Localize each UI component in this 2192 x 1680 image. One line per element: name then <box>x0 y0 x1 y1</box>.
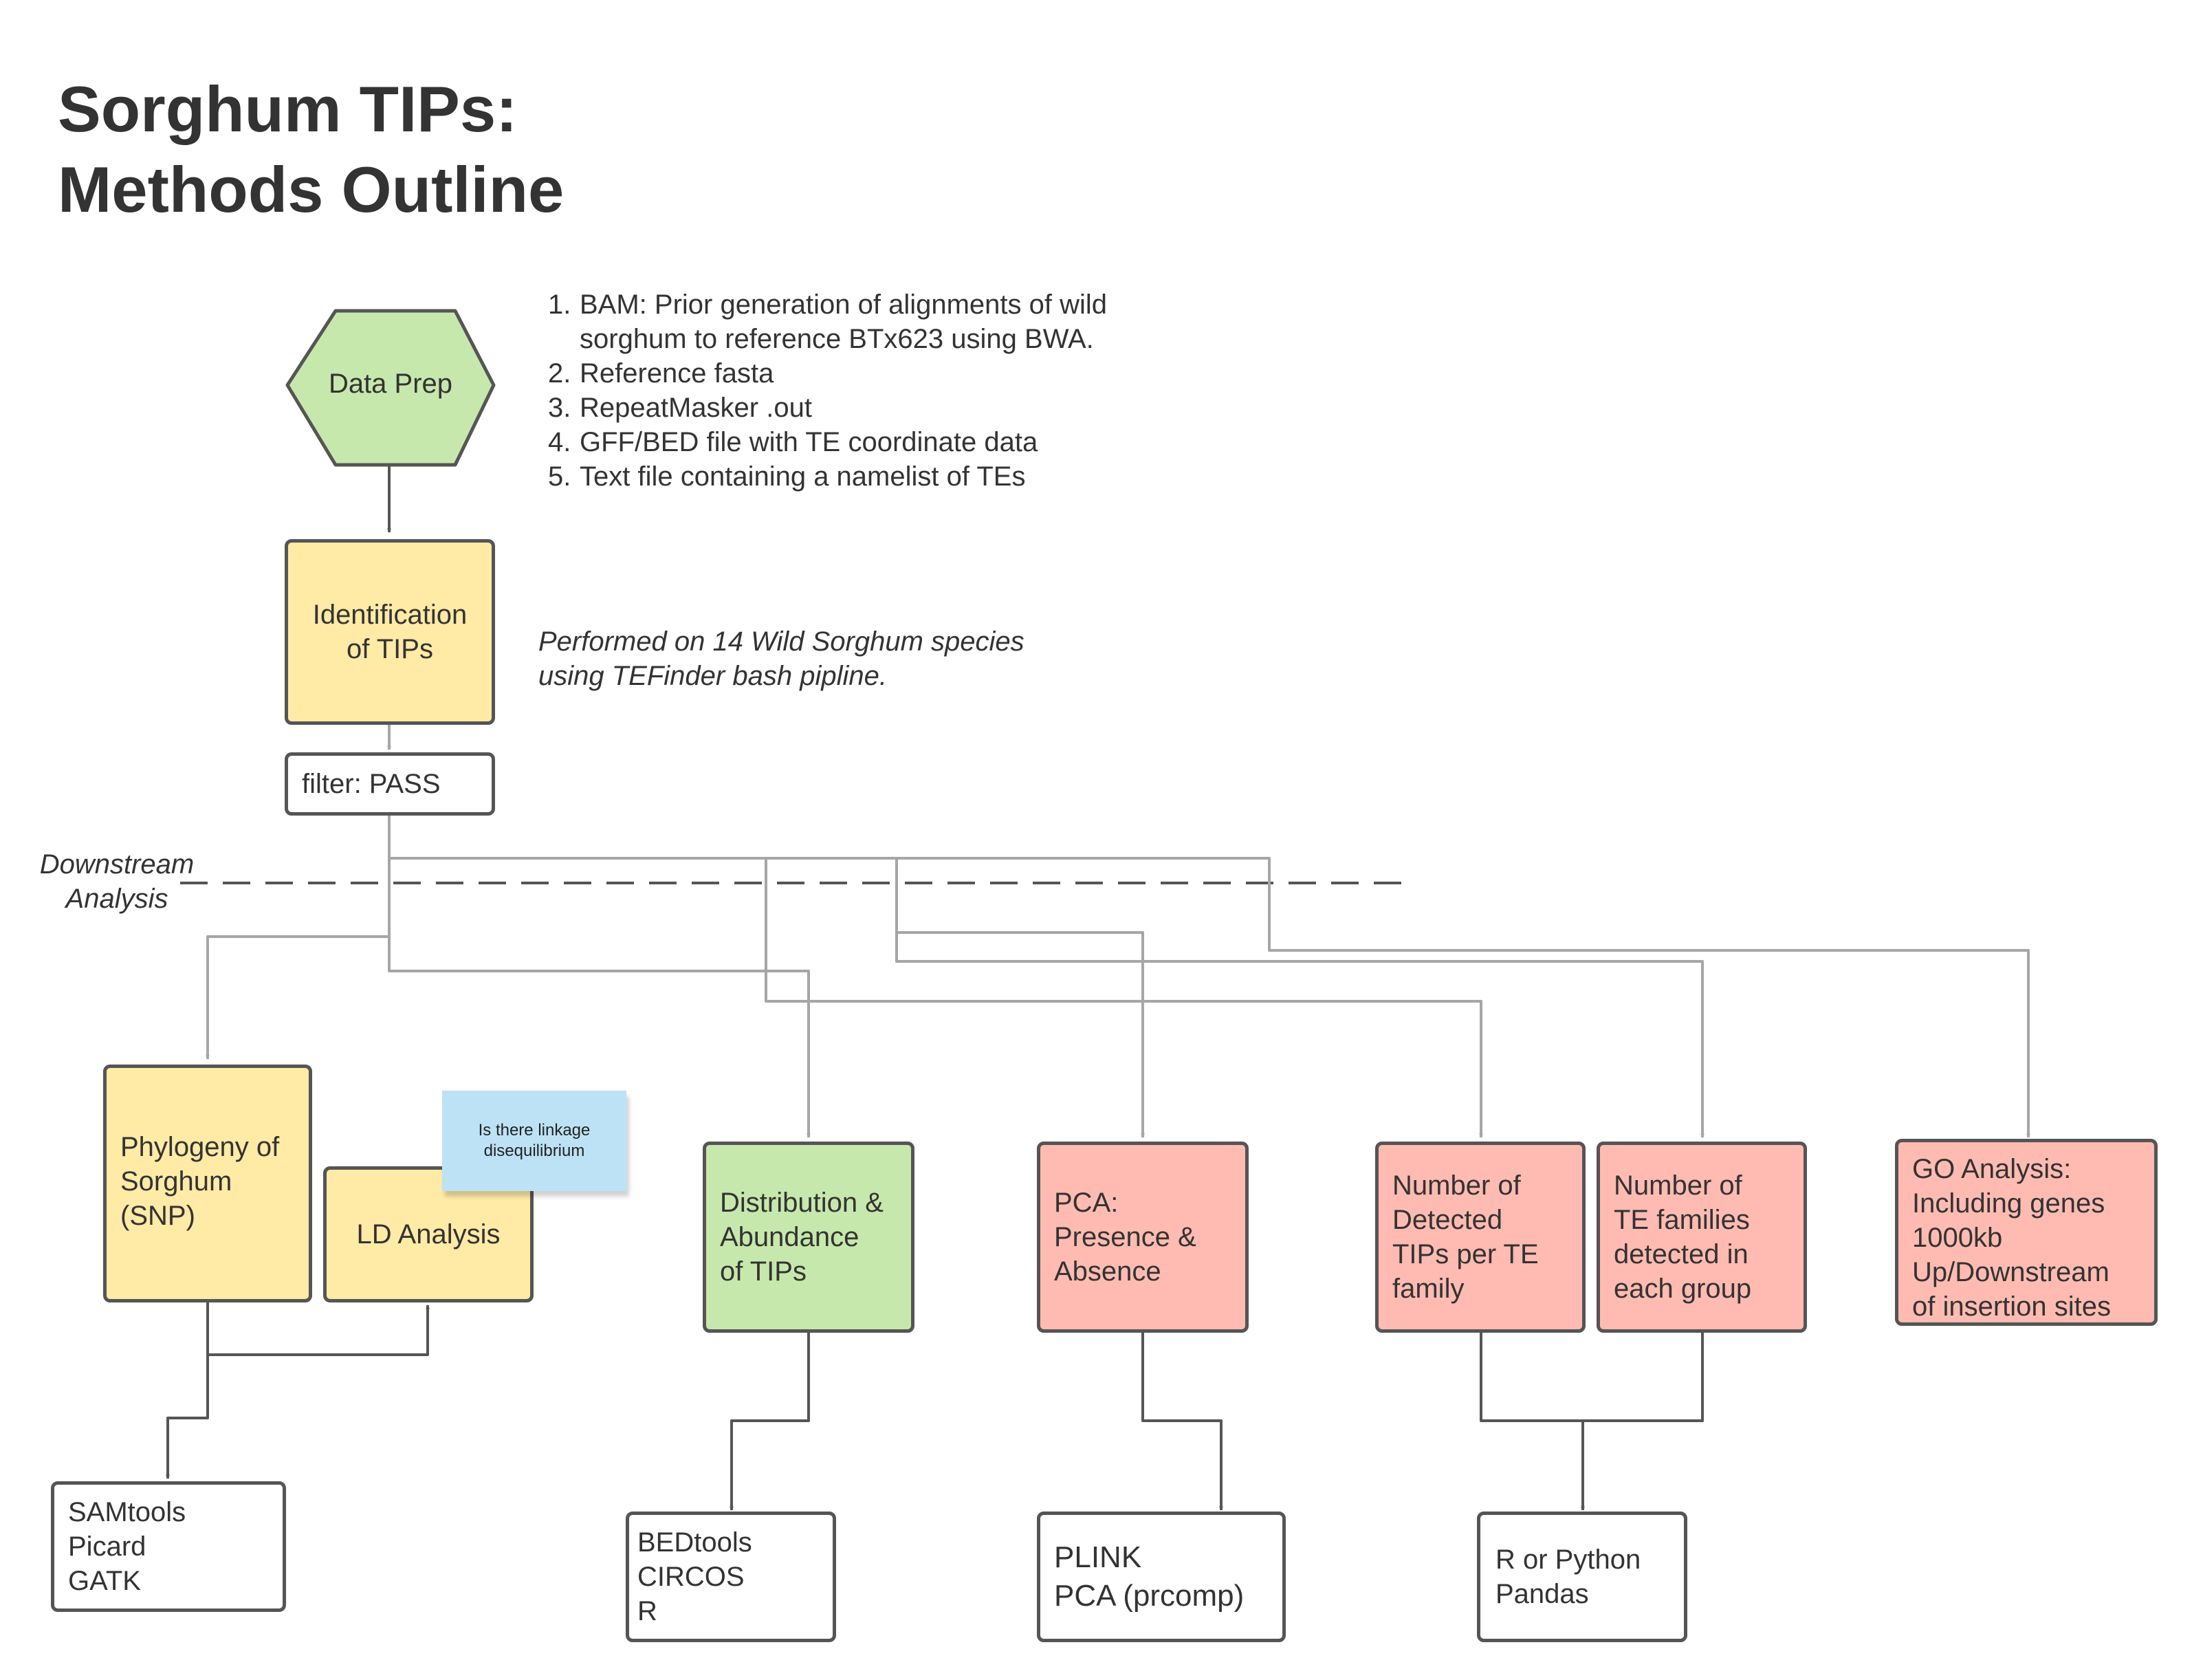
phylogeny-line-3: (SNP) <box>120 1201 195 1231</box>
inputs-list-item: 3. RepeatMasker .out <box>548 391 1139 425</box>
connector-filter-distribution <box>388 937 811 1138</box>
performed-note: Performed on 14 Wild Sorghum species usi… <box>538 624 1024 693</box>
connector-distribution-tools <box>730 1331 810 1511</box>
sticky-note-line-2: disequilibrium <box>483 1142 585 1160</box>
data-prep-label: Data Prep <box>328 369 453 399</box>
connector-families-counts <box>1583 1331 1704 1422</box>
inputs-list-item: 4. GFF/BED file with TE coordinate data <box>548 425 1139 459</box>
go-analysis-line-3: 1000kb <box>1912 1223 2003 1253</box>
list-text: RepeatMasker .out <box>580 393 812 423</box>
connector-filter-families <box>895 932 1705 1138</box>
title-line-2: Methods Outline <box>58 153 565 226</box>
page-title: Sorghum TIPs: Methods Outline <box>58 69 564 230</box>
tools-pca-node: PLINK PCA (prcomp) <box>1037 1512 1286 1642</box>
tools-distribution-line-3: R <box>637 1596 657 1626</box>
tools-phylogeny-node: SAMtools Picard GATK <box>51 1481 286 1612</box>
num-detected-line-3: TIPs per TE <box>1392 1239 1539 1269</box>
go-analysis-line-4: Up/Downstream <box>1912 1257 2109 1287</box>
tools-phylogeny-line-3: GATK <box>68 1566 141 1596</box>
inputs-list-item: 2. Reference fasta <box>548 356 1139 391</box>
title-line-1: Sorghum TIPs: <box>58 73 518 145</box>
list-text: GFF/BED file with TE coordinate data <box>580 427 1038 457</box>
num-families-node: Number of TE families detected in each g… <box>1597 1142 1807 1333</box>
connector-phylogeny-tools <box>166 1355 209 1479</box>
tools-counts-line-2: Pandas <box>1495 1579 1589 1609</box>
tools-distribution-node: BEDtools CIRCOS R <box>626 1512 836 1642</box>
pca-node: PCA: Presence & Absence <box>1037 1142 1249 1333</box>
performed-note-line-2: using TEFinder bash pipline. <box>538 661 887 691</box>
tools-pca-line-2: PCA (prcomp) <box>1054 1579 1245 1613</box>
go-analysis-line-1: GO Analysis: <box>1912 1154 2072 1184</box>
num-detected-node: Number of Detected TIPs per TE family <box>1375 1142 1586 1333</box>
pca-line-2: Presence & <box>1054 1222 1196 1252</box>
tools-counts-line-1: R or Python <box>1495 1545 1641 1575</box>
inputs-list-item: 1. BAM: Prior generation of alignments of… <box>548 287 1139 356</box>
downstream-line-2: Analysis <box>65 884 168 914</box>
tools-pca-line-1: PLINK <box>1054 1540 1142 1574</box>
list-text: Text file containing a namelist of TEs <box>580 461 1026 492</box>
identification-line-2: of TIPs <box>347 634 433 664</box>
pca-line-3: Absence <box>1054 1256 1161 1287</box>
list-number: 4. <box>548 427 571 457</box>
downstream-label: Downstream Analysis <box>28 847 206 916</box>
list-number: 2. <box>548 358 571 389</box>
phylogeny-node: Phylogeny of Sorghum (SNP) <box>103 1065 312 1302</box>
distribution-line-1: Distribution & <box>720 1188 884 1218</box>
num-detected-line-4: family <box>1392 1274 1465 1304</box>
distribution-line-2: Abundance <box>720 1222 859 1252</box>
num-detected-line-2: Detected <box>1392 1205 1503 1235</box>
go-analysis-line-2: Including genes <box>1912 1188 2105 1219</box>
identification-line-1: Identification <box>312 600 468 630</box>
distribution-line-3: of TIPs <box>720 1256 807 1287</box>
num-families-line-2: TE families <box>1614 1205 1750 1235</box>
inputs-list: 1. BAM: Prior generation of alignments of… <box>548 287 1139 494</box>
list-number: 3. <box>548 393 571 423</box>
phylogeny-line-2: Sorghum <box>120 1166 232 1197</box>
filter-node: filter: PASS <box>285 752 495 816</box>
distribution-node: Distribution & Abundance of TIPs <box>703 1142 914 1333</box>
connector-filter-detected <box>765 858 1483 1138</box>
num-families-line-3: detected in <box>1614 1239 1749 1269</box>
tools-distribution-line-1: BEDtools <box>637 1527 752 1558</box>
connector-detected-counts <box>1480 1331 1583 1422</box>
list-text: BAM: Prior generation of alignments of w… <box>580 290 1108 354</box>
downstream-line-1: Downstream <box>39 849 195 880</box>
list-text: Reference fasta <box>580 358 774 389</box>
phylogeny-line-1: Phylogeny of <box>120 1132 280 1162</box>
num-detected-line-1: Number of <box>1392 1170 1521 1201</box>
sticky-note: Is there linkage disequilibrium <box>442 1091 626 1191</box>
connector-filter-go <box>897 857 2030 1138</box>
tools-phylogeny-line-1: SAMtools <box>68 1497 186 1527</box>
connector-filter-phylogeny <box>206 813 391 1060</box>
filter-label: filter: PASS <box>302 769 441 799</box>
pca-line-1: PCA: <box>1054 1188 1119 1218</box>
performed-note-line-1: Performed on 14 Wild Sorghum species <box>538 626 1024 657</box>
list-number: 1. <box>548 290 571 320</box>
identification-node: Identification of TIPs <box>285 539 495 725</box>
ld-analysis-label: LD Analysis <box>356 1219 501 1250</box>
data-prep-hexagon <box>285 309 496 467</box>
num-families-line-1: Number of <box>1614 1170 1742 1201</box>
connector-phylogeny-ld <box>206 1301 430 1356</box>
inputs-list-item: 5. Text file containing a namelist of TEs <box>548 459 1139 494</box>
tools-phylogeny-line-2: Picard <box>68 1531 146 1562</box>
list-number: 5. <box>548 461 571 492</box>
connector-filter-pca <box>388 853 1145 1138</box>
go-analysis-line-5: of insertion sites <box>1912 1291 2112 1322</box>
connector-pca-tools <box>1141 1331 1223 1511</box>
go-analysis-node: GO Analysis: Including genes 1000kb Up/D… <box>1895 1139 2158 1326</box>
tools-counts-node: R or Python Pandas <box>1477 1512 1687 1642</box>
tools-distribution-line-2: CIRCOS <box>637 1562 745 1592</box>
num-families-line-4: each group <box>1614 1274 1752 1304</box>
sticky-note-line-1: Is there linkage <box>478 1121 591 1139</box>
